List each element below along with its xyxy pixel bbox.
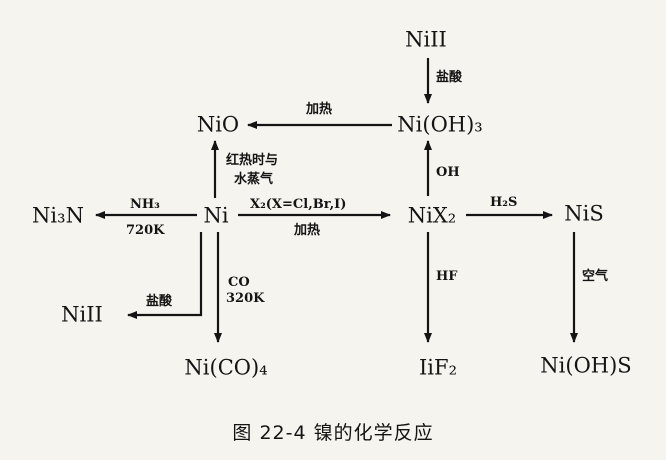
label-hydrofluoric-acid: HF	[436, 269, 458, 284]
compound-nickel-hydroxide: Ni(OH)₃	[397, 112, 483, 137]
label-air: 空气	[582, 269, 609, 284]
compound-nickel-ii-left: NiII	[61, 302, 103, 327]
compound-nickel-oxide: NiO	[196, 112, 240, 137]
compound-nickel-ii-top: NiII	[405, 27, 447, 52]
compound-nickel: Ni	[203, 203, 229, 228]
label-hydrochloric-acid-top: 盐酸	[436, 70, 463, 85]
label-red-heat: 红热时与	[226, 153, 279, 168]
label-halogen: X₂(X=Cl,Br,I)	[250, 197, 347, 212]
label-heat-nio: 加热	[306, 102, 333, 117]
compound-nickel-hydroxysulfide: Ni(OH)S	[540, 353, 632, 378]
label-hydrogen-sulfide: H₂S	[490, 195, 518, 210]
label-ammonia: NH₃	[130, 197, 160, 212]
compound-nickel-sulfide: NiS	[564, 201, 604, 226]
label-hydroxide: OH	[436, 165, 460, 180]
label-hydrochloric-acid-left: 盐酸	[146, 294, 173, 309]
compound-nickel-nitride: Ni₃N	[32, 203, 84, 228]
label-steam: 水蒸气	[234, 172, 274, 187]
label-temp-720k: 720K	[126, 223, 165, 238]
figure-caption: 图 22-4 镍的化学反应	[232, 422, 434, 444]
arrow-ni-to-niII	[127, 232, 203, 319]
compound-nickel-carbonyl: Ni(CO)₄	[184, 355, 268, 380]
label-temp-320k: 320K	[226, 291, 265, 306]
label-carbon-monoxide: CO	[228, 275, 250, 290]
label-heat-nix2: 加热	[294, 223, 321, 238]
compound-nickel-fluoride: IiF₂	[418, 355, 458, 380]
compound-nickel-halide: NiX₂	[407, 203, 457, 228]
